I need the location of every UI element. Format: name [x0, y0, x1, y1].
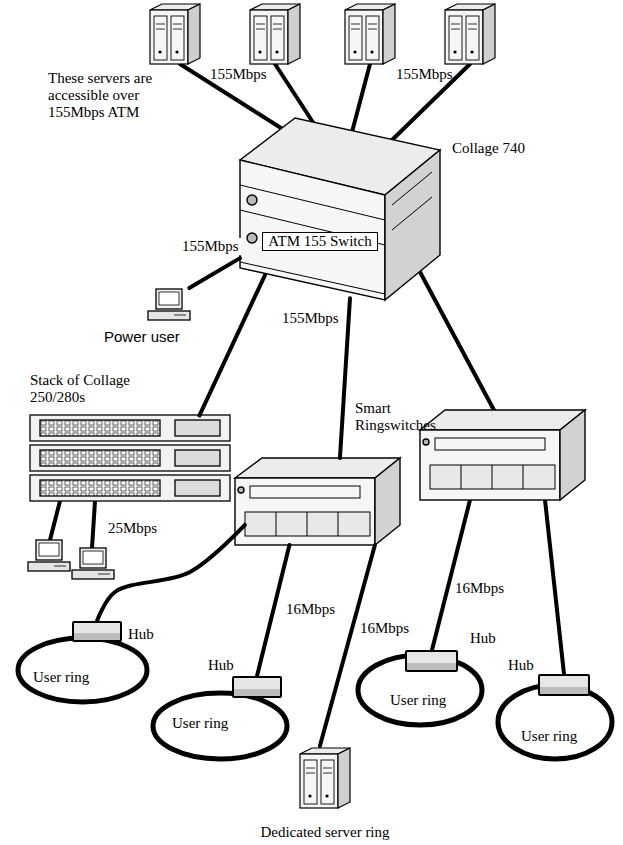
power-user-pc: Power user	[100, 288, 205, 348]
link-speed: 155Mbps	[396, 66, 453, 83]
ring-name: User ring	[390, 692, 446, 709]
hub-box: Hub	[232, 676, 282, 698]
ring-name: User ring	[521, 728, 577, 745]
atm-switch: Collage 740ATM 155 Switch	[240, 118, 440, 300]
device-name: Stack of Collage 250/280s	[30, 372, 170, 406]
device-name: Dedicated server ring	[240, 824, 410, 841]
link-speed: 16Mbps	[358, 620, 411, 637]
ringswitch: Smart Ringswitches	[235, 458, 400, 545]
ring-name: User ring	[172, 715, 228, 732]
network-link	[340, 298, 350, 458]
network-link	[199, 275, 265, 415]
hub-label: Hub	[128, 626, 154, 643]
ring-outline	[18, 638, 147, 702]
hub-label: Hub	[470, 630, 496, 647]
link-speed: 16Mbps	[284, 601, 337, 618]
link-speed: 16Mbps	[455, 580, 504, 597]
link-speed: 155Mbps	[280, 310, 341, 327]
link-speed: 155Mbps	[210, 66, 267, 83]
ring-outline	[498, 685, 612, 759]
token-ring: User ring	[150, 690, 290, 762]
server-note: These servers are accessible over 155Mbp…	[48, 70, 160, 121]
ring-name: User ring	[33, 669, 89, 686]
token-ring: User ring	[15, 635, 150, 705]
device-name: Smart Ringswitches	[355, 400, 443, 434]
link-speed: 25Mbps	[108, 520, 157, 537]
device-name: Collage 740	[452, 140, 525, 157]
network-link	[97, 525, 245, 621]
ring-outline	[153, 693, 287, 759]
network-link	[189, 258, 240, 288]
hub-label: Hub	[208, 657, 234, 674]
dedicated-server: Dedicated server ring	[240, 746, 410, 843]
switch-label: ATM 155 Switch	[262, 232, 378, 251]
hub-label: Hub	[508, 657, 534, 674]
link-speed: 155Mbps	[180, 238, 241, 255]
device-name: Power user	[104, 328, 180, 345]
hub-box: Hub	[72, 621, 122, 642]
switch-stack: Stack of Collage 250/280s	[28, 370, 232, 508]
hub-box: Hub	[405, 650, 458, 672]
hub-box: Hub	[538, 674, 590, 696]
network-link	[320, 545, 375, 746]
